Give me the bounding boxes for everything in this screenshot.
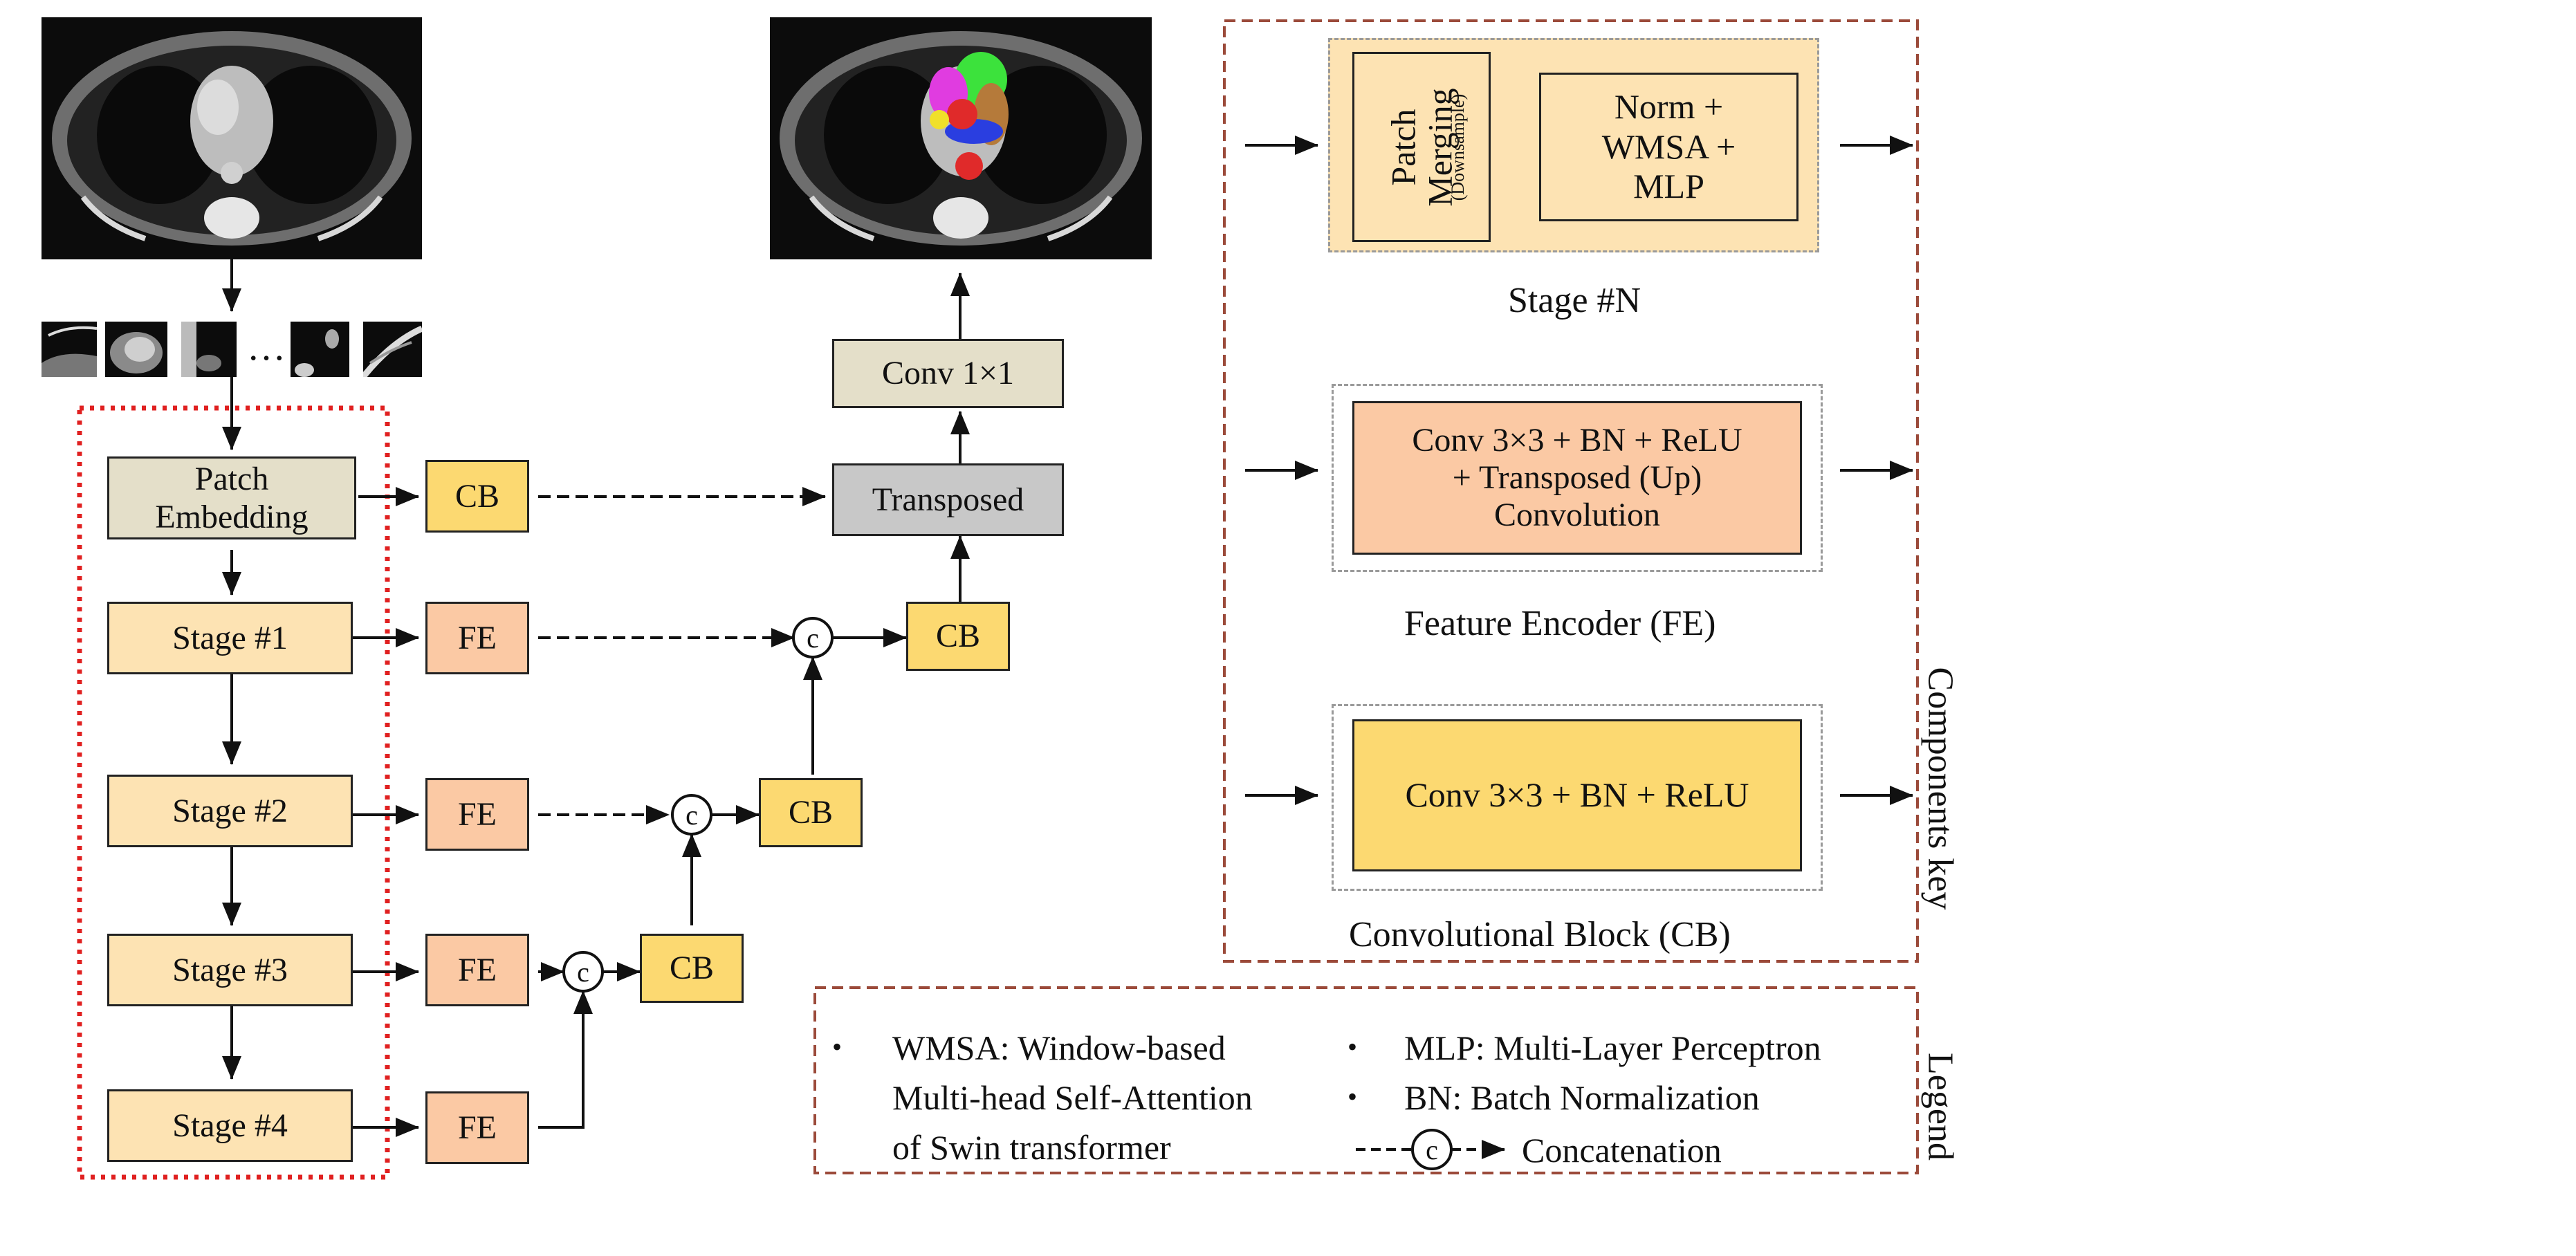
concat-label-2: c: [686, 800, 698, 831]
input-ct-image: [42, 17, 422, 259]
key-patch-merging-label: Patch Merging: [1383, 87, 1460, 207]
cb-block-embedding: CB: [425, 460, 529, 533]
patch-embedding-block: Patch Embedding: [107, 456, 356, 539]
arrow-fe4-to-concat3: [538, 990, 593, 1129]
legend-wmsa-line-3: of Swin transformer: [892, 1128, 1171, 1167]
patch-thumbnail-4: [291, 322, 349, 377]
legend-mlp: MLP: Multi-Layer Perceptron: [1404, 1028, 1821, 1067]
fe-block-3: FE: [425, 934, 529, 1006]
legend-bullet-bn: •: [1347, 1081, 1358, 1112]
concat-label-1: c: [807, 622, 819, 654]
cb-block-decoder-3: CB: [640, 934, 744, 1003]
key-downsample-label: (Downsample): [1448, 93, 1468, 201]
cb-block-decoder-2: CB: [759, 778, 863, 847]
key-fe-caption: Feature Encoder (FE): [1404, 604, 1716, 643]
legend-wmsa-line-2: Multi-head Self-Attention: [892, 1078, 1253, 1117]
legend-bn: BN: Batch Normalization: [1404, 1078, 1760, 1117]
legend-bullet-wmsa: •: [832, 1031, 843, 1062]
legend-concatenation: Concatenation: [1522, 1131, 1722, 1170]
components-key-frame: [1223, 19, 1919, 963]
legend-frame: [813, 986, 1919, 1174]
key-cb-container: [1332, 704, 1823, 891]
stage-3-block: Stage #3: [107, 934, 353, 1006]
concat-label-3: c: [577, 957, 589, 988]
key-fe-block: Conv 3×3 + BN + ReLU + Transposed (Up) C…: [1352, 401, 1802, 555]
legend-concat-label: c: [1426, 1134, 1438, 1165]
stage-1-block: Stage #1: [107, 602, 353, 674]
legend-wmsa-line-1: WMSA: Window-based: [892, 1028, 1226, 1067]
key-cb-block: Conv 3×3 + BN + ReLU: [1352, 719, 1802, 871]
stage-4-block: Stage #4: [107, 1089, 353, 1162]
patch-thumbnail-1: [42, 322, 97, 377]
transposed-block: Transposed: [832, 463, 1064, 536]
fe-block-1: FE: [425, 602, 529, 674]
patch-thumbnail-2: [105, 322, 167, 377]
legend-title: Legend: [1920, 1053, 1960, 1161]
conv-1x1-block: Conv 1×1: [832, 339, 1064, 408]
stage-2-block: Stage #2: [107, 775, 353, 847]
legend-bullet-mlp: •: [1347, 1031, 1358, 1062]
key-norm-wmsa-mlp-block: Norm + WMSA + MLP: [1539, 73, 1798, 221]
cb-block-decoder-1: CB: [906, 602, 1010, 671]
patch-ellipsis: …: [247, 326, 286, 369]
key-patch-merging-block: Patch Merging (Downsample): [1352, 52, 1491, 242]
key-cb-caption: Convolutional Block (CB): [1349, 915, 1731, 954]
fe-block-2: FE: [425, 778, 529, 851]
components-key-title: Components key: [1920, 667, 1960, 910]
key-stage-n-caption: Stage #N: [1508, 281, 1641, 320]
fe-block-4: FE: [425, 1091, 529, 1164]
output-segmentation-image: [770, 17, 1152, 259]
key-fe-container: [1332, 384, 1823, 572]
patch-thumbnail-3: [181, 322, 237, 377]
patch-thumbnail-5: [363, 322, 422, 377]
